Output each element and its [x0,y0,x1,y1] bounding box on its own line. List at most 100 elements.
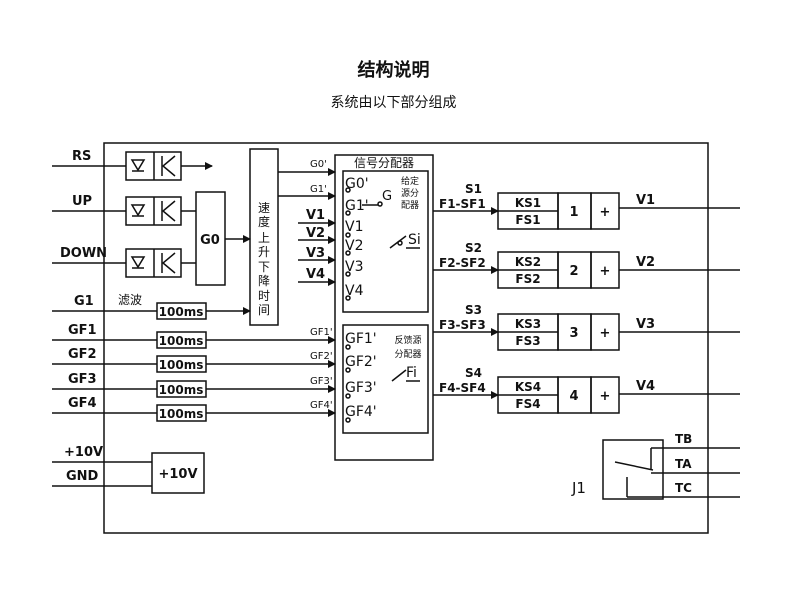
distributor-input: G0' [345,176,369,192]
v-input-label: V4 [306,267,325,282]
distributor-g-label: G [382,189,392,204]
wire-label-gf2: GF2' [310,351,333,362]
speed-ramp-char: 下 [258,260,270,274]
speed-ramp-char: 度 [258,214,270,229]
distributor-input: V1 [345,219,363,235]
page-subtitle: 系统由以下部分组成 [330,95,457,111]
input-label-g1: G1 [74,294,94,309]
input-label-gf2: GF2 [68,347,97,362]
channel-ks-label: KS3 [515,317,541,331]
feedback-side-label: 反馈源 [394,334,421,346]
channel-block-4 [497,376,620,414]
wire-label-gf1: GF1' [310,327,333,338]
wire-label-g1: G1' [310,184,327,195]
channel-number: 2 [569,264,578,279]
filter-label: 滤波 [118,293,142,307]
channel-s-label: S3 [465,303,482,317]
channel-s-label: S4 [465,366,482,380]
input-label-gf1: GF1 [68,323,97,338]
g0-label: G0 [200,233,220,248]
wire-label-gf3: GF3' [310,376,333,387]
distributor-input: G1' [345,198,369,214]
v-input-label: V1 [306,208,325,223]
channel-plus: + [600,389,611,404]
channel-block-1 [497,192,620,230]
speed-ramp-block [249,148,279,326]
feedback-side-label: 分配器 [394,349,421,360]
v-input-label: V2 [306,226,325,241]
channel-fsf-label: F3-SF3 [439,318,486,332]
input-label-up: UP [72,194,92,209]
setpoint-side-label: 源分 [401,188,419,199]
speed-ramp-char: 升 [258,245,270,259]
feedback-input: GF1' [345,331,377,347]
input-label-gnd: GND [66,469,99,484]
wire-label-gf4: GF4' [310,400,333,411]
distributor-input: V4 [345,283,364,299]
channel-fs-label: FS3 [515,334,540,348]
channel-fsf-label: F4-SF4 [439,381,486,395]
relay-label: J1 [571,479,586,497]
filter-value-gf3: 100ms [159,383,204,397]
speed-ramp-char: 时 [258,289,270,303]
speed-ramp-char: 上 [258,231,270,245]
channel-output-label: V1 [636,193,655,208]
channel-number: 3 [569,326,578,341]
filter-value-gf1: 100ms [159,334,204,348]
channel-ks-label: KS2 [515,255,541,269]
channel-number: 1 [569,205,578,220]
channel-output-label: V2 [636,255,655,270]
channel-fsf-label: F1-SF1 [439,197,486,211]
setpoint-side-label: 给定 [401,175,419,187]
speed-ramp-char: 降 [258,274,270,288]
channel-fs-label: FS1 [515,213,540,227]
optocoupler-up [125,196,182,226]
speed-ramp-char: 间 [258,303,270,317]
filter-value-g1: 100ms [159,305,204,319]
distributor-s-label: Si [408,232,421,248]
setpoint-side-label: 配器 [401,200,419,211]
filter-value-gf2: 100ms [159,358,204,372]
channel-block-3 [497,313,620,351]
distributor-title: 信号分配器 [354,156,414,170]
channel-fs-label: FS2 [515,272,540,286]
channel-output-label: V3 [636,317,655,332]
filter-value-gf4: 100ms [159,407,204,421]
feedback-input: GF3' [345,380,377,396]
v-input-label: V3 [306,246,325,261]
wire-label-g0: G0' [310,159,327,170]
channel-number: 4 [569,389,578,404]
feedback-distributor-box [342,324,429,434]
channel-s-label: S1 [465,182,482,196]
channel-ks-label: KS1 [515,196,541,210]
input-label-gf3: GF3 [68,372,97,387]
relay-tb-label: TB [675,432,692,446]
feedback-input: GF2' [345,354,377,370]
feedback-f-label: Fi [406,365,417,381]
optocoupler-rs [125,151,182,181]
channel-plus: + [600,264,611,279]
setpoint-distributor-box [342,170,429,313]
distributor-input: V2 [345,238,363,254]
channel-fs-label: FS4 [515,397,540,411]
distributor-input: V3 [345,259,363,275]
page-title: 结构说明 [357,60,430,81]
channel-output-label: V4 [636,379,655,394]
channel-s-label: S2 [465,241,482,255]
input-label-gf4: GF4 [68,396,97,411]
input-label-down: DOWN [60,246,107,261]
channel-plus: + [600,326,611,341]
supply-block [151,452,205,494]
input-label-10v: +10V [64,445,103,460]
optocoupler-down [125,248,182,278]
enclosure-frame [103,142,709,534]
channel-fsf-label: F2-SF2 [439,256,486,270]
supply-label: +10V [158,467,197,482]
relay-tc-label: TC [675,481,692,495]
signal-distributor-box [334,154,434,461]
feedback-input: GF4' [345,404,377,420]
relay-box [602,439,664,500]
channel-plus: + [600,205,611,220]
input-label-rs: RS [72,149,91,164]
